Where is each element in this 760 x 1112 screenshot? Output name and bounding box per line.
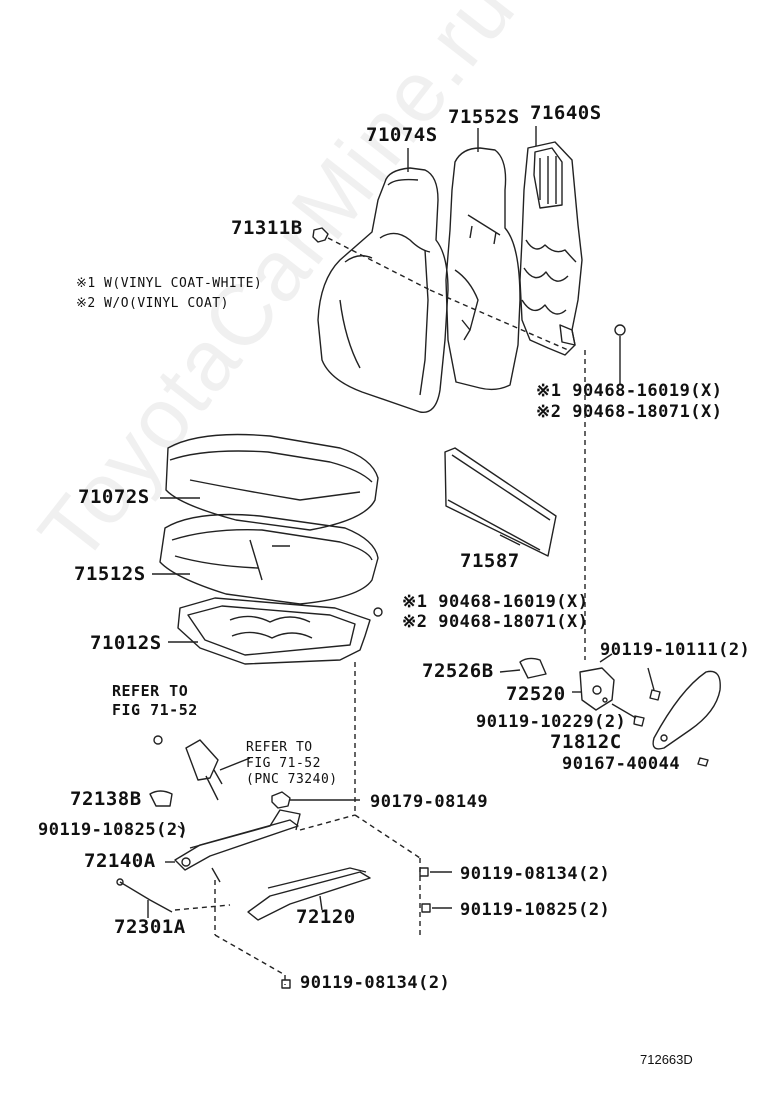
seatback-frame-71640S (519, 141, 583, 356)
label-72520: 72520 (506, 683, 566, 705)
bracket-72520 (579, 667, 615, 711)
label-71552S: 71552S (448, 106, 520, 128)
refer-to-fig-2-line2: FIG 71-52 (246, 756, 321, 771)
label-90119-08134-right: 90119-08134(2) (460, 864, 611, 884)
label-90468-16019-upper: ※1 90468-16019(X) (536, 381, 723, 401)
label-72301A: 72301A (114, 916, 186, 938)
label-72120: 72120 (296, 906, 356, 928)
label-71012S: 71012S (90, 632, 162, 654)
label-71311B: 71311B (231, 217, 303, 239)
refer-to-fig-1: REFER TO FIG 71-52 (112, 682, 198, 720)
seatback-pad-71552S (445, 147, 521, 391)
label-71074S: 71074S (366, 124, 438, 146)
refer-to-fig-2-line1: REFER TO (246, 740, 313, 755)
refer-to-fig-2-line3: (PNC 73240) (246, 772, 338, 787)
note-vinyl-coat-white: ※1 W(VINYL COAT-WHITE) (76, 276, 263, 291)
cushion-frame-71012S (177, 597, 371, 665)
cable-72301A (116, 878, 173, 913)
label-90179-08149: 90179-08149 (370, 792, 489, 812)
seatback-cover-71074S (317, 167, 449, 414)
board-71587 (444, 447, 557, 557)
nut-90179-08149 (271, 791, 291, 809)
cover-72526B (519, 657, 547, 679)
knob-71812C (652, 670, 721, 750)
cushion-cover-71072S (165, 433, 379, 531)
clip-72138B (149, 790, 173, 807)
label-71512S: 71512S (74, 563, 146, 585)
label-90468-18071-upper: ※2 90468-18071(X) (536, 402, 723, 422)
clip-71311B (312, 227, 329, 243)
label-71587: 71587 (460, 550, 520, 572)
refer-to-fig-1-line2: FIG 71-52 (112, 701, 198, 719)
label-90468-18071-lower: ※2 90468-18071(X) (402, 612, 589, 632)
label-72138B: 72138B (70, 788, 142, 810)
seat-track-72140A (174, 809, 301, 883)
label-90119-08134-bottom: 90119-08134(2) (300, 973, 451, 993)
buckle (153, 735, 223, 801)
label-90468-16019-lower: ※1 90468-16019(X) (402, 592, 589, 612)
label-71812C: 71812C (550, 731, 622, 753)
refer-to-fig-1-line1: REFER TO (112, 682, 189, 700)
label-71640S: 71640S (530, 102, 602, 124)
cushion-pad-71512S (159, 513, 379, 605)
refer-to-fig-2: REFER TO FIG 71-52 (PNC 73240) (246, 740, 338, 788)
seat-track-72120 (247, 867, 371, 921)
label-90119-10825-right: 90119-10825(2) (460, 900, 611, 920)
label-90119-10111: 90119-10111(2) (600, 640, 751, 660)
label-90119-10229: 90119-10229(2) (476, 712, 627, 732)
label-90119-10825-left: 90119-10825(2) (38, 820, 189, 840)
note-vinyl-coat-without: ※2 W/O(VINYL COAT) (76, 296, 229, 311)
label-90167-40044: 90167-40044 (562, 754, 681, 774)
label-72140A: 72140A (84, 850, 156, 872)
label-71072S: 71072S (78, 486, 150, 508)
figure-code: 712663D (640, 1052, 693, 1067)
label-72526B: 72526B (422, 660, 494, 682)
